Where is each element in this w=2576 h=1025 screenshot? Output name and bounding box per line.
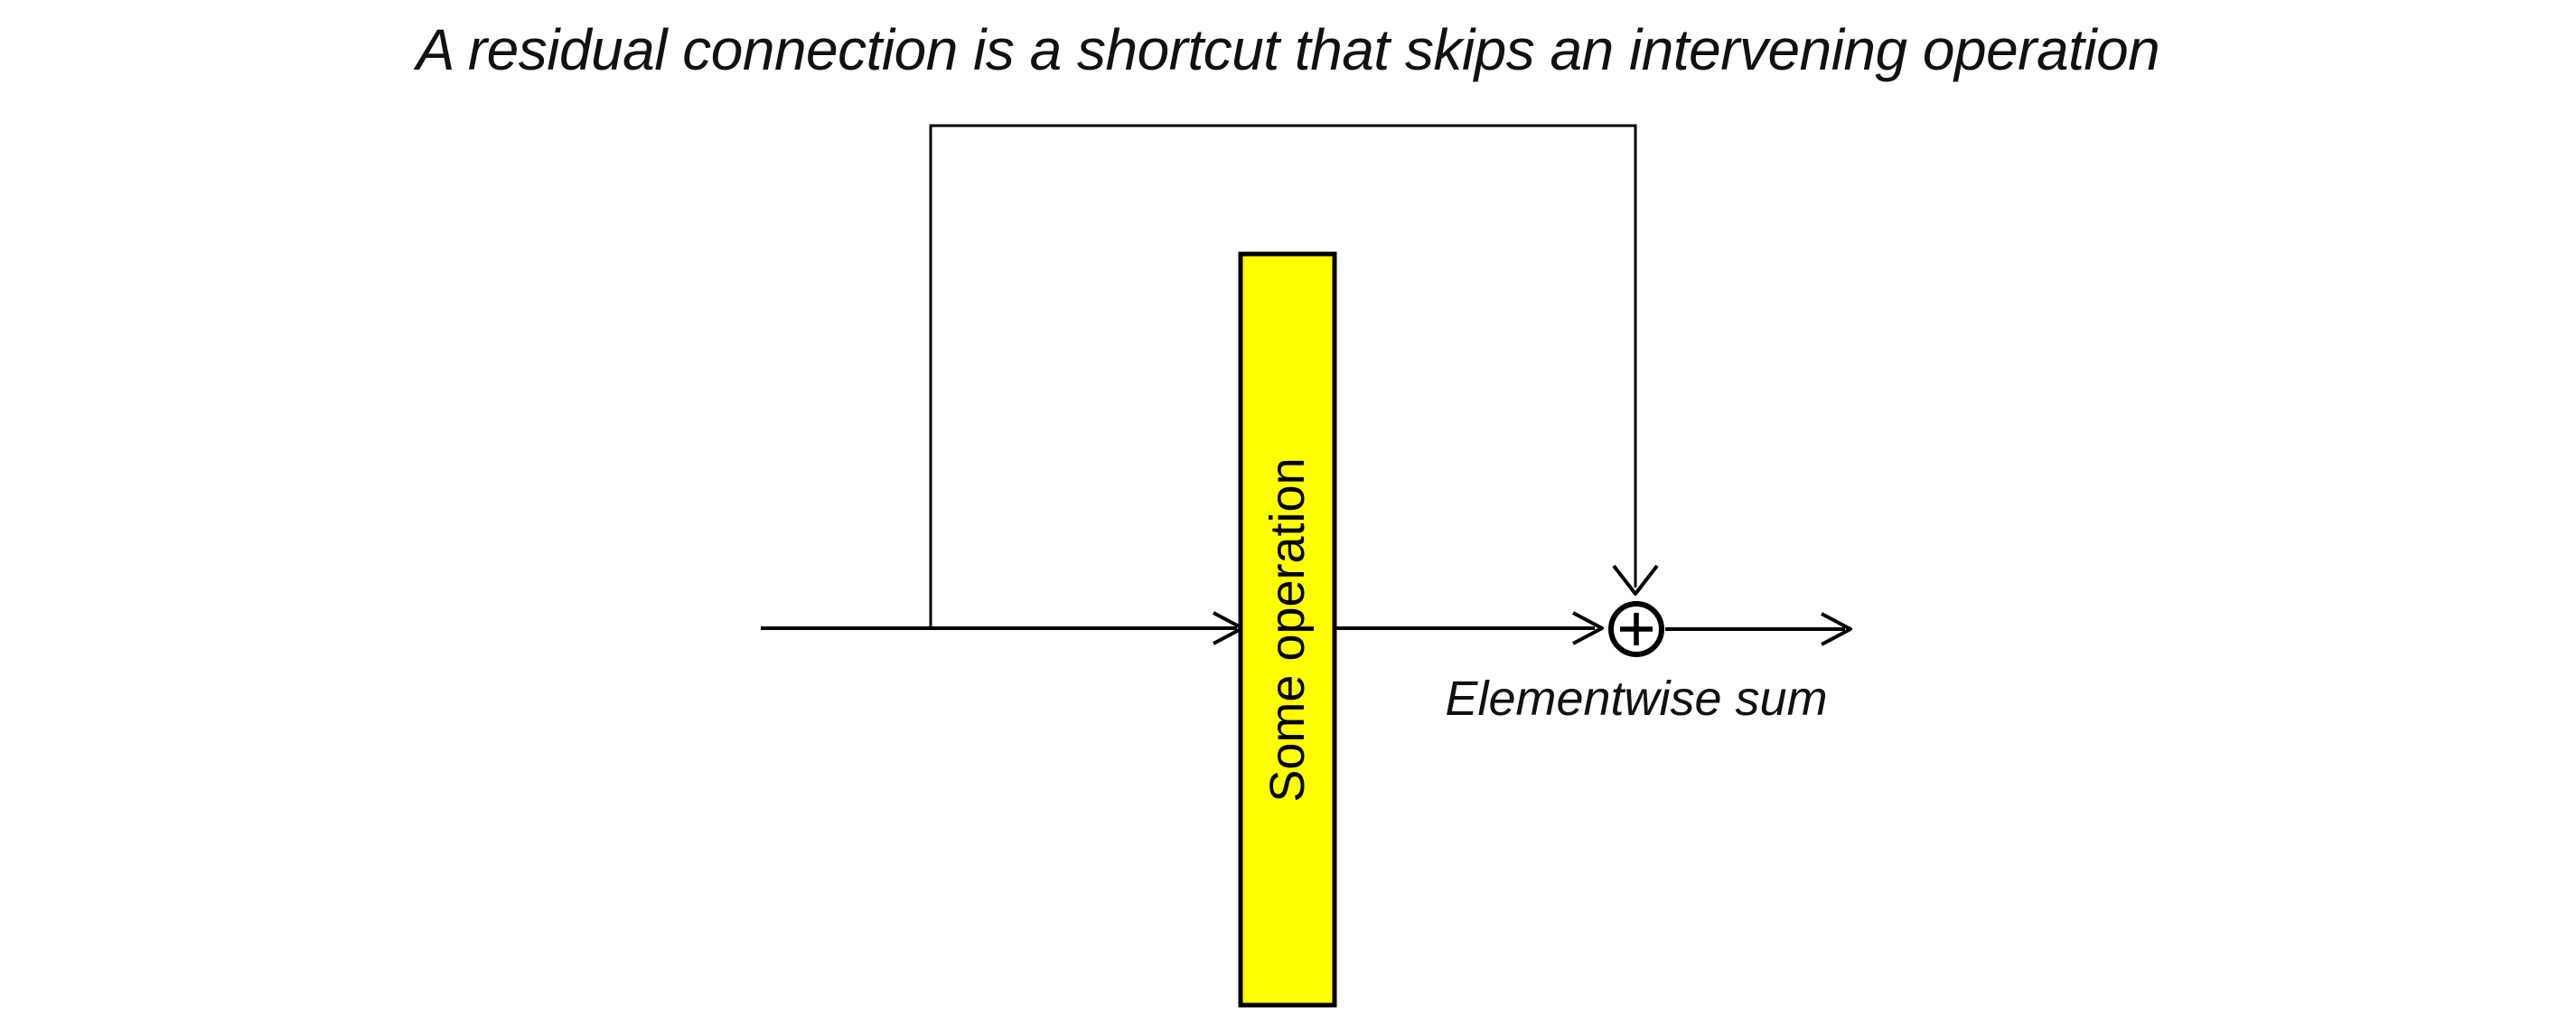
diagram-title: A residual connection is a shortcut that… (416, 17, 2160, 82)
operation-box (1238, 251, 1337, 1008)
skip-connection-line (929, 124, 1637, 630)
sum-input-arrowhead-icon (1572, 611, 1604, 645)
skip-arrowhead-icon (1612, 564, 1659, 596)
operation-box-label: Some operation (1260, 457, 1315, 803)
elementwise-sum-label: Elementwise sum (1445, 672, 1828, 726)
plus-icon (1620, 613, 1653, 645)
output-arrowhead-icon (1821, 612, 1852, 646)
